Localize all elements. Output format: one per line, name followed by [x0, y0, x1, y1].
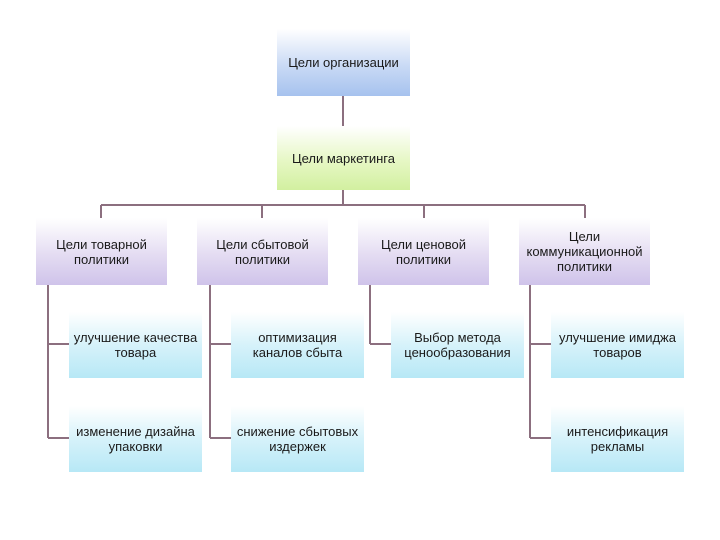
category-product-box: Цели товарной политики: [36, 218, 167, 285]
category-communication-label: Цели коммуникационной политики: [526, 229, 643, 274]
item-image-improvement-box: улучшение имиджа товаров: [551, 312, 684, 378]
item-advertising-box: интенсификация рекламы: [551, 406, 684, 472]
item-pricing-method-box: Выбор метода ценообразования: [391, 312, 524, 378]
category-price-label: Цели ценовой политики: [380, 236, 467, 267]
item-image-improvement-label: улучшение имиджа товаров: [559, 330, 676, 360]
category-sales-box: Цели сбытовой политики: [197, 218, 328, 285]
item-package-design-label: изменение дизайна упаковки: [76, 424, 195, 454]
item-advertising-label: интенсификация рекламы: [566, 424, 669, 454]
item-product-quality-label: улучшение качества товара: [73, 330, 198, 360]
org-goals-label: Цели организации: [288, 55, 399, 70]
category-sales-label: Цели сбытовой политики: [216, 236, 309, 267]
marketing-goals-box: Цели маркетинга: [277, 126, 410, 190]
item-pricing-method-label: Выбор метода ценообразования: [404, 330, 511, 360]
category-product-label: Цели товарной политики: [56, 236, 147, 267]
item-sales-costs-box: снижение сбытовых издержек: [231, 406, 364, 472]
marketing-goals-label: Цели маркетинга: [292, 150, 395, 166]
item-package-design-box: изменение дизайна упаковки: [69, 406, 202, 472]
category-price-box: Цели ценовой политики: [358, 218, 489, 285]
item-channel-optimization-label: оптимизация каналов сбыта: [252, 330, 343, 360]
item-product-quality-box: улучшение качества товара: [69, 312, 202, 378]
item-channel-optimization-box: оптимизация каналов сбыта: [231, 312, 364, 378]
org-goals-box: Цели организации: [277, 29, 410, 96]
category-communication-box: Цели коммуникационной политики: [519, 218, 650, 285]
item-sales-costs-label: снижение сбытовых издержек: [236, 424, 359, 454]
